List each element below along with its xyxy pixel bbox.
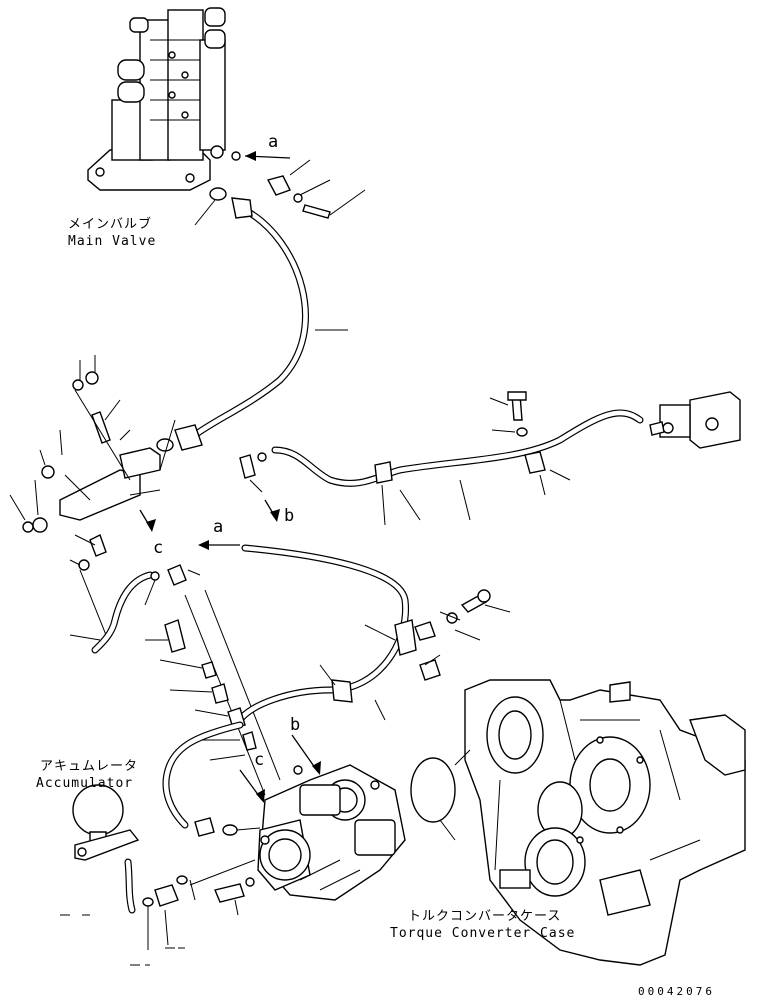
hose-icon	[124, 858, 136, 914]
valve-block-icon	[649, 391, 741, 449]
accumulator-label-en: Accumulator	[36, 776, 134, 791]
reference-a-top: a	[268, 132, 279, 152]
hose-icon	[91, 571, 154, 654]
torque-converter-label-jp: トルクコンバータケース	[408, 909, 562, 924]
main-valve-label-en: Main Valve	[68, 234, 157, 249]
o-ring-icon	[410, 757, 456, 823]
hose-icon	[271, 409, 644, 487]
accumulator-icon	[72, 784, 140, 861]
torque-converter-case-icon	[464, 679, 746, 966]
reference-a-mid: a	[213, 517, 224, 537]
reference-b-mid: b	[284, 506, 295, 526]
hose-icon	[162, 721, 244, 829]
reference-c-mid: c	[153, 538, 164, 558]
pump-icon	[257, 764, 406, 901]
fitting-icon	[22, 371, 174, 571]
reference-b-low: b	[290, 715, 301, 735]
hose-icon	[191, 206, 309, 439]
main-valve-label-jp: メインバルブ	[68, 217, 153, 232]
torque-converter-label-en: Torque Converter Case	[390, 926, 576, 941]
main-valve-icon	[87, 7, 241, 191]
accumulator-label-jp: アキュムレータ	[40, 759, 139, 774]
hose-icon	[236, 544, 410, 724]
reference-c-low: c	[254, 750, 265, 770]
drawing-code: 00042076	[638, 985, 715, 998]
